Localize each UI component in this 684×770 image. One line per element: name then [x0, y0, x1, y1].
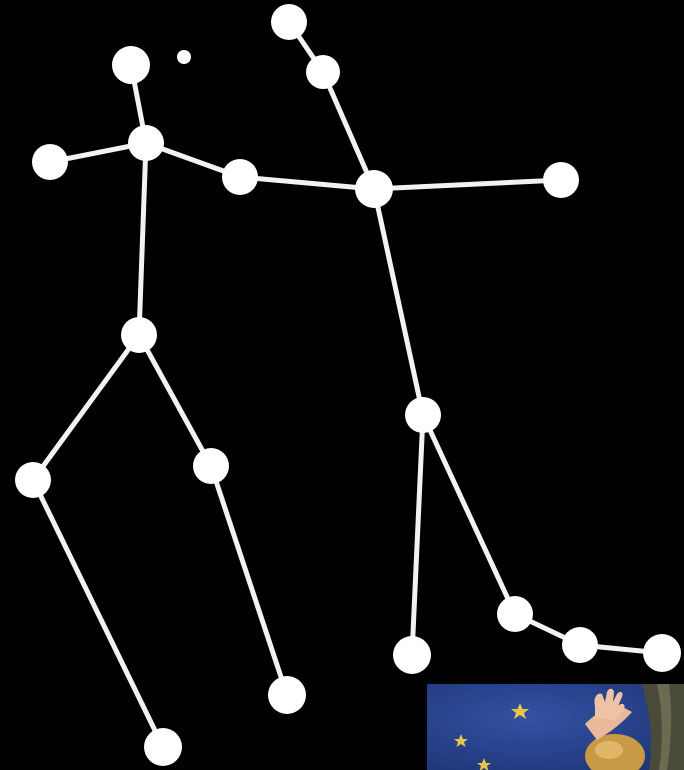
star — [355, 170, 393, 208]
star — [121, 317, 157, 353]
constellation-line — [33, 335, 139, 480]
star — [177, 50, 191, 64]
star — [112, 46, 150, 84]
star — [306, 55, 340, 89]
constellation-line — [423, 415, 515, 614]
star — [543, 162, 579, 198]
star — [144, 728, 182, 766]
star — [222, 159, 258, 195]
star — [32, 144, 68, 180]
star — [193, 448, 229, 484]
painted-hair-highlight — [595, 741, 623, 759]
constellation-line — [240, 177, 374, 189]
star — [271, 4, 307, 40]
star — [268, 676, 306, 714]
star — [393, 636, 431, 674]
star — [15, 462, 51, 498]
constellation-line — [139, 335, 211, 466]
constellation-line — [139, 143, 146, 335]
star — [643, 634, 681, 672]
painting-inset — [427, 684, 684, 770]
star — [562, 627, 598, 663]
star — [405, 397, 441, 433]
constellation-line — [33, 480, 163, 747]
constellation-line — [211, 466, 287, 695]
constellation-line — [412, 415, 423, 655]
constellation-line — [374, 180, 561, 189]
constellation-line — [323, 72, 374, 189]
constellation-line — [374, 189, 423, 415]
painting-fragment — [427, 684, 684, 770]
star — [497, 596, 533, 632]
star — [128, 125, 164, 161]
